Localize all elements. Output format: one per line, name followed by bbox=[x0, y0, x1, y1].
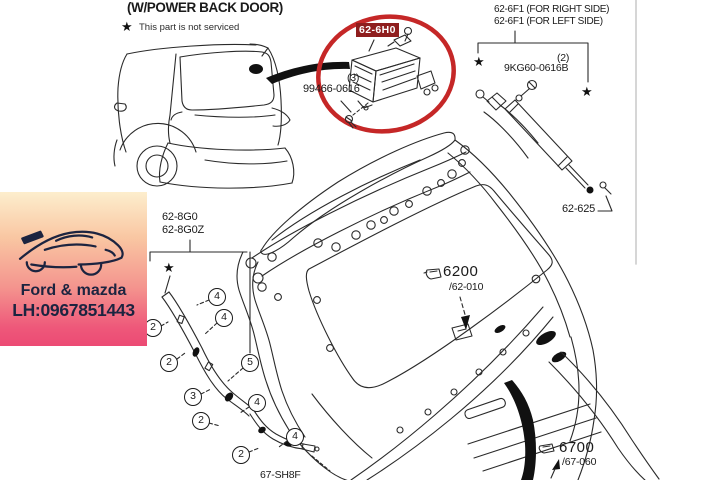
callout-5: 5 bbox=[241, 354, 259, 372]
liftgate-ref: /62-010 bbox=[449, 281, 484, 293]
strut-code: 62-625 bbox=[562, 203, 596, 215]
watermark-car-logo bbox=[18, 230, 124, 276]
latch-part-number: 99466-0616 bbox=[303, 83, 360, 95]
star-icon: ★ bbox=[163, 260, 175, 275]
callout-2: 2 bbox=[160, 354, 178, 372]
callout-4: 4 bbox=[208, 288, 226, 306]
trim-ref: /67-060 bbox=[562, 456, 597, 468]
callout-4: 4 bbox=[248, 394, 266, 412]
seal-code-b: 62-8G0Z bbox=[162, 224, 205, 236]
star-icon: ★ bbox=[473, 54, 485, 69]
callout-2: 2 bbox=[192, 412, 210, 430]
liftgate-code: 6200 bbox=[443, 263, 479, 280]
watermark-phone: LH:0967851443 bbox=[12, 300, 135, 320]
strut-label-right-side: 62-6F1 (FOR RIGHT SIDE) bbox=[494, 4, 610, 15]
strut-label-left-side: 62-6F1 (FOR LEFT SIDE) bbox=[494, 16, 603, 27]
watermark-brand: Ford & mazda bbox=[20, 282, 127, 299]
callout-3: 3 bbox=[184, 388, 202, 406]
latch-qty: (3) bbox=[347, 72, 360, 84]
callout-4: 4 bbox=[286, 428, 304, 446]
strut-part-number: 9KG60-0616B bbox=[504, 62, 569, 74]
seal-code-a: 62-8G0 bbox=[162, 211, 198, 223]
callout-4: 4 bbox=[215, 309, 233, 327]
trim-code: 6700 bbox=[559, 439, 595, 456]
not-serviced-note: This part is not serviced bbox=[139, 22, 240, 33]
seal-bottom-code: 67-SH8F bbox=[260, 469, 301, 480]
diagram-title: (W/POWER BACK DOOR) bbox=[127, 0, 283, 15]
star-icon: ★ bbox=[121, 19, 133, 34]
star-icon: ★ bbox=[581, 84, 593, 99]
callout-2: 2 bbox=[232, 446, 250, 464]
latch-code-badge: 62-6H0 bbox=[356, 23, 399, 37]
watermark: Ford & mazda LH:0967851443 bbox=[0, 192, 147, 346]
strut-qty: (2) bbox=[557, 52, 570, 64]
